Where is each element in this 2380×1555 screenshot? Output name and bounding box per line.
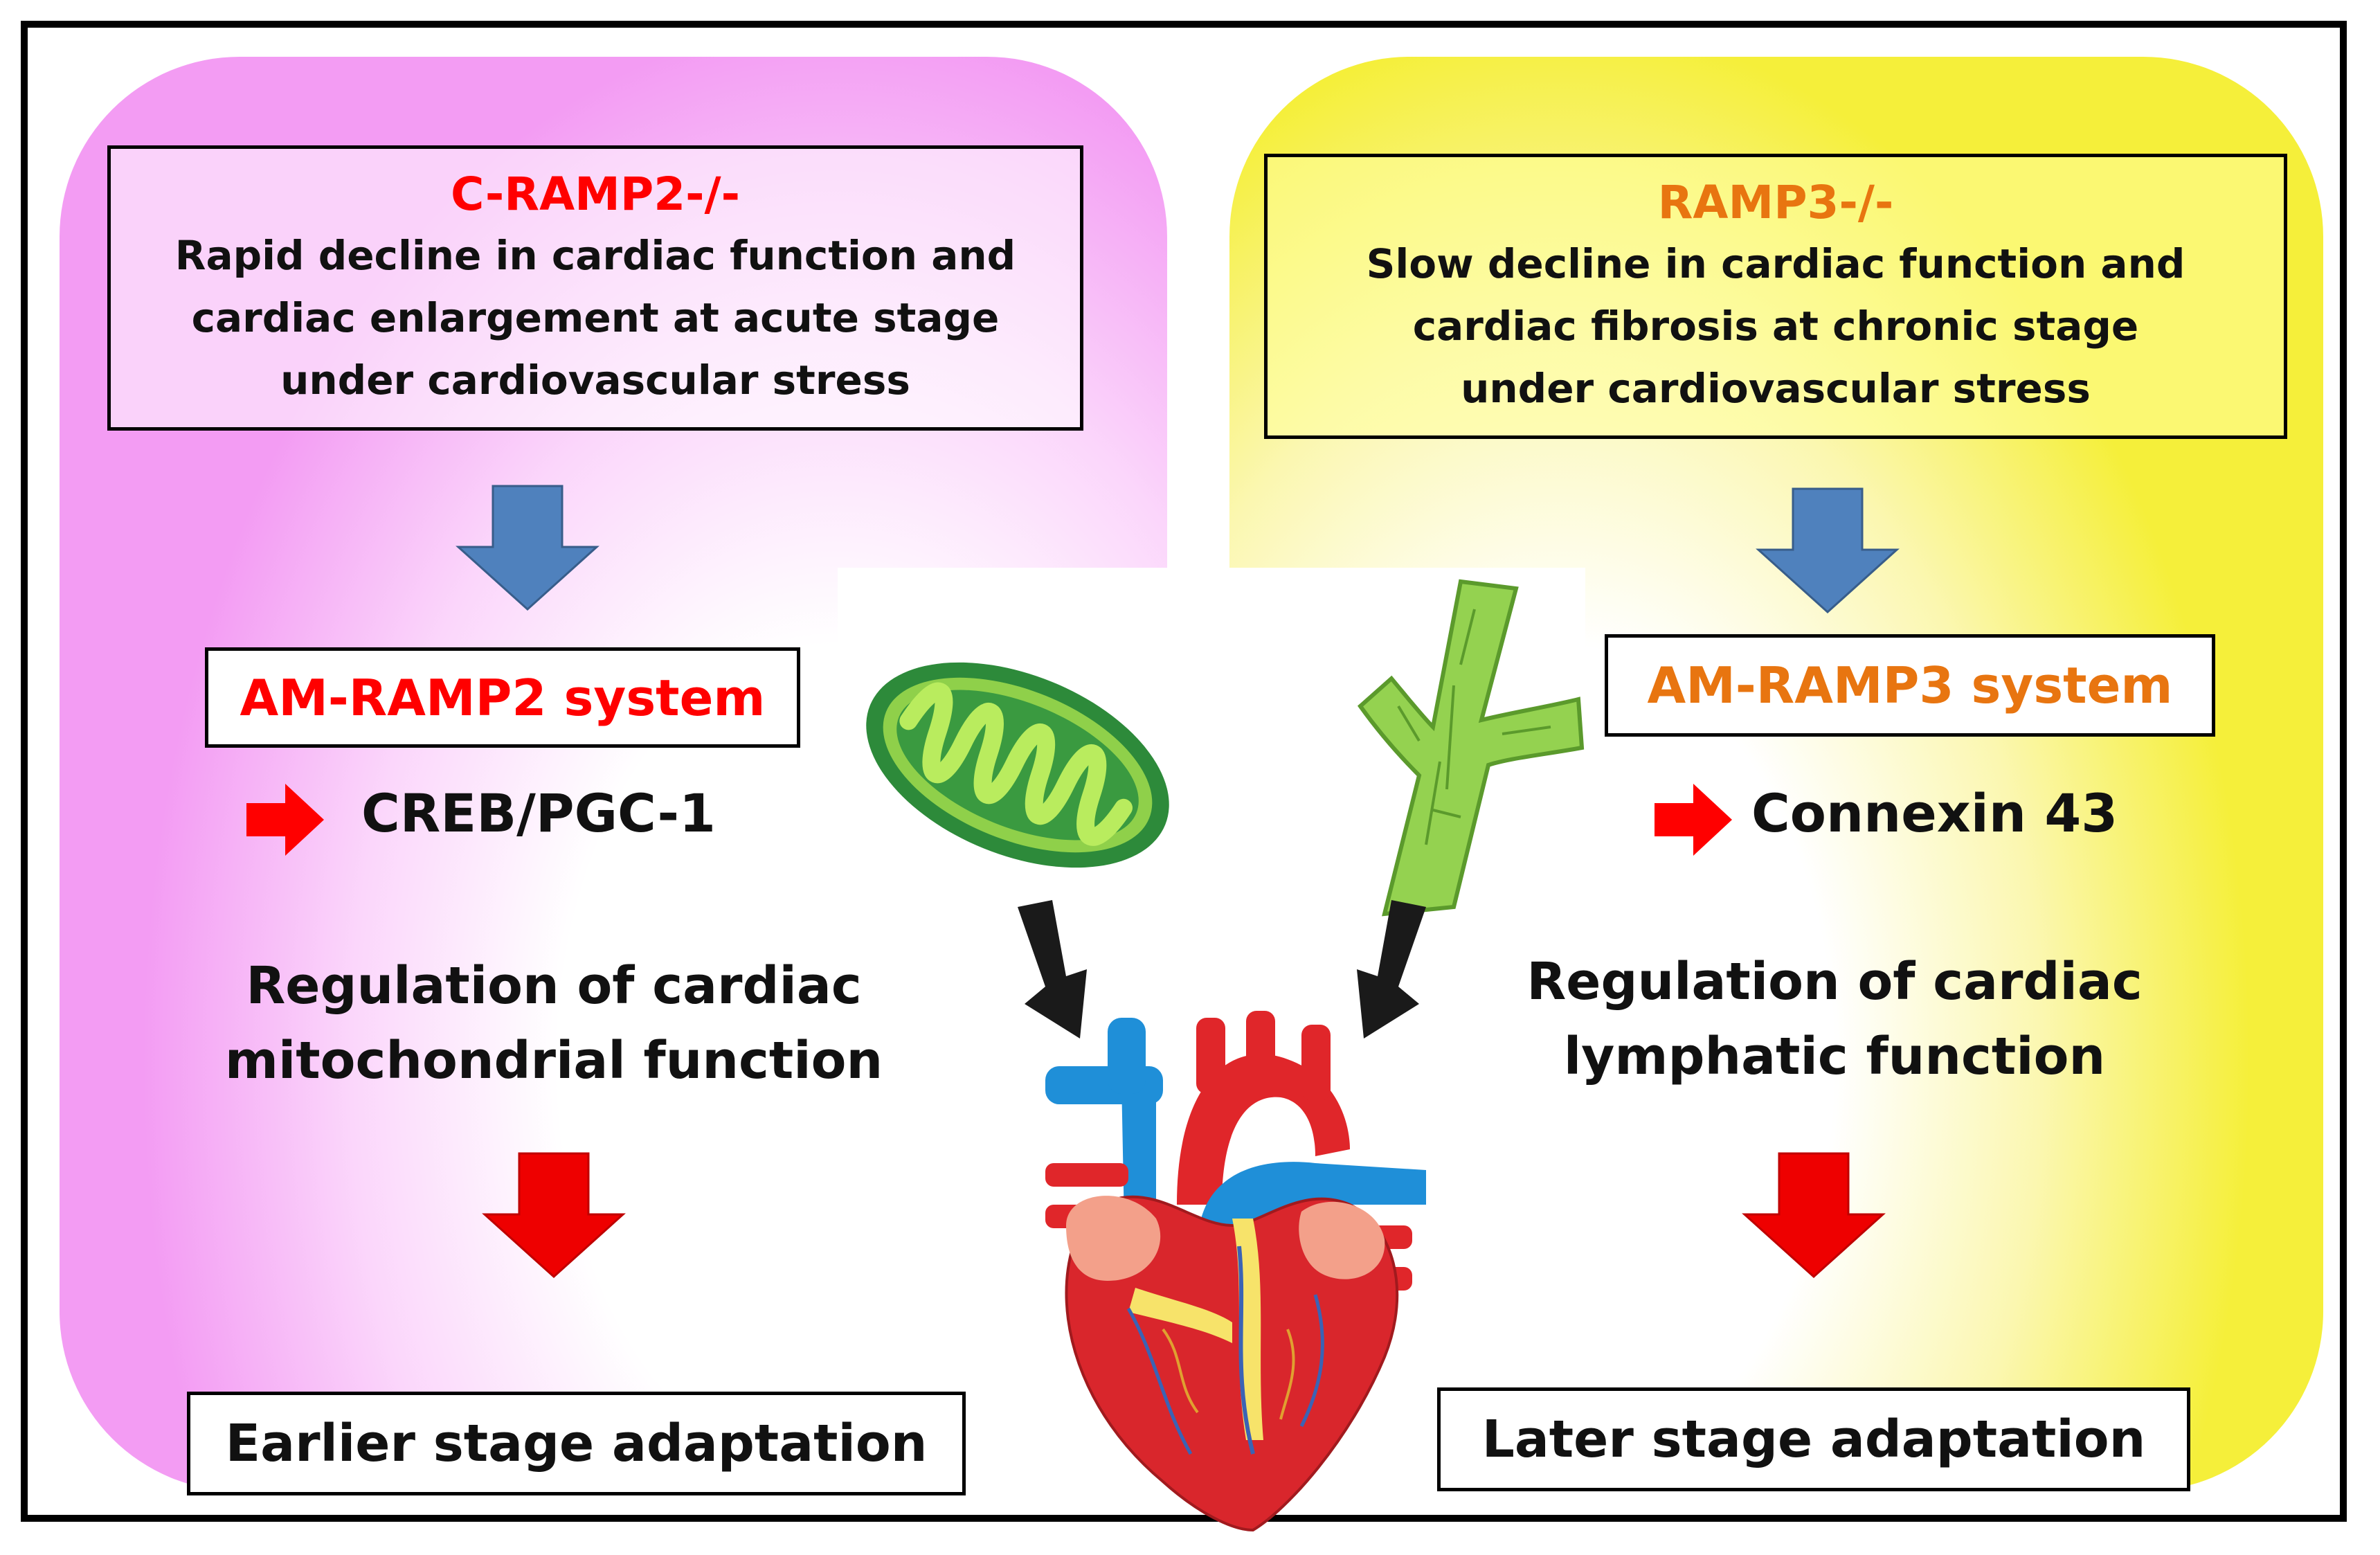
lymphatic-vessel-icon [1357,579,1585,917]
left-condition-desc-1: Rapid decline in cardiac function and [174,232,1016,279]
black-diagonal-arrow-icon [1018,900,1087,1039]
right-condition-desc-1: Slow decline in cardiac function and [1366,240,2185,287]
mitochondrion-icon [866,662,1169,868]
left-condition-title: C-RAMP2-/- [450,168,741,221]
red-right-arrow-icon [246,784,324,856]
red-down-arrow-icon [482,1152,626,1279]
right-condition-desc-3: under cardiovascular stress [1461,365,2091,412]
right-condition-box: RAMP3-/- Slow decline in cardiac functio… [1264,154,2287,439]
right-molecule: Connexin 43 [1751,782,2118,844]
right-regulation-text: Regulation of cardiac lymphatic function [1468,944,2201,1094]
right-condition-desc-2: cardiac fibrosis at chronic stage [1412,303,2139,350]
red-down-arrow-icon [1742,1152,1886,1279]
left-outcome-box: Earlier stage adaptation [187,1392,966,1495]
blue-down-arrow-icon [456,485,599,611]
right-regulation-line-2: lymphatic function [1563,1027,2106,1086]
blue-down-arrow-icon [1756,487,1900,614]
left-condition-desc-2: cardiac enlargement at acute stage [191,294,1000,341]
left-regulation-line-2: mitochondrial function [224,1031,883,1090]
black-diagonal-arrow-icon [1357,900,1426,1039]
left-condition-desc-3: under cardiovascular stress [280,357,910,404]
right-outcome-box: Later stage adaptation [1437,1387,2190,1491]
left-molecule: CREB/PGC-1 [361,782,716,844]
left-regulation-line-1: Regulation of cardiac [246,956,862,1016]
red-right-arrow-icon [1655,784,1732,856]
right-condition-title: RAMP3-/- [1657,176,1894,229]
left-system-box: AM-RAMP2 system [205,647,800,748]
heart-icon [1045,1011,1426,1532]
right-system-box: AM-RAMP3 system [1605,634,2215,737]
left-regulation-text: Regulation of cardiac mitochondrial func… [180,949,928,1098]
right-regulation-line-1: Regulation of cardiac [1526,952,2143,1012]
left-condition-box: C-RAMP2-/- Rapid decline in cardiac func… [107,145,1083,431]
